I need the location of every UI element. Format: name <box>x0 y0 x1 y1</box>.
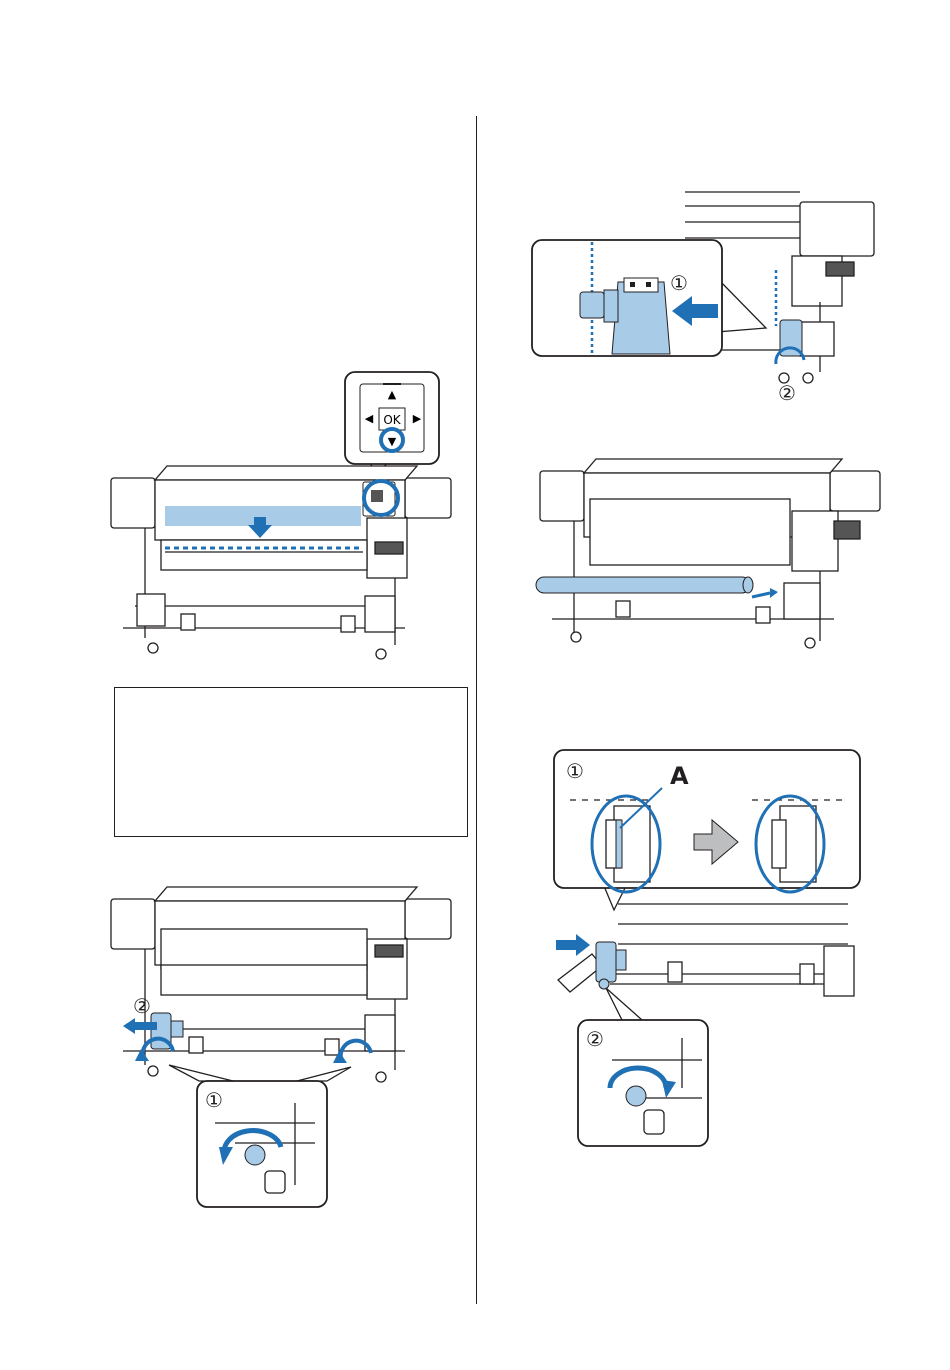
printer-illustration <box>111 466 451 659</box>
figure-push-holder: ① A ② <box>552 748 862 1148</box>
roll-core-icon <box>536 577 753 593</box>
note-box <box>114 687 468 837</box>
printer-illustration <box>111 887 451 1082</box>
callout-label-a: A <box>670 762 689 790</box>
figure-printer-panel: ▲ ◀ ▶ OK ▼ <box>105 370 455 662</box>
callout-step-mark-1: ① <box>566 759 584 783</box>
column-divider <box>476 116 477 1304</box>
step-mark-1: ① <box>670 271 688 295</box>
step-mark-2: ② <box>778 381 796 405</box>
control-panel-icon: ▲ ◀ ▶ OK ▼ <box>345 372 439 464</box>
panel-down-key: ▼ <box>388 435 397 448</box>
right-arrow-icon <box>556 934 590 956</box>
figure-loosen-holders: ② ① <box>105 885 455 1215</box>
panel-ok-key: OK <box>383 413 401 427</box>
callout-step-mark-1: ① <box>205 1088 223 1112</box>
panel-up-key: ▲ <box>388 388 397 401</box>
figure-insert-core <box>530 455 890 655</box>
printer-illustration <box>540 459 880 648</box>
panel-right-key: ▶ <box>413 412 422 425</box>
right-arrow-icon <box>752 588 778 598</box>
panel-left-key: ◀ <box>365 412 374 425</box>
media-holder-icon <box>596 942 626 982</box>
step-mark-2: ② <box>133 994 151 1018</box>
figure-move-holder: ② ① <box>530 182 890 402</box>
callout-step-mark-2: ② <box>586 1027 604 1051</box>
